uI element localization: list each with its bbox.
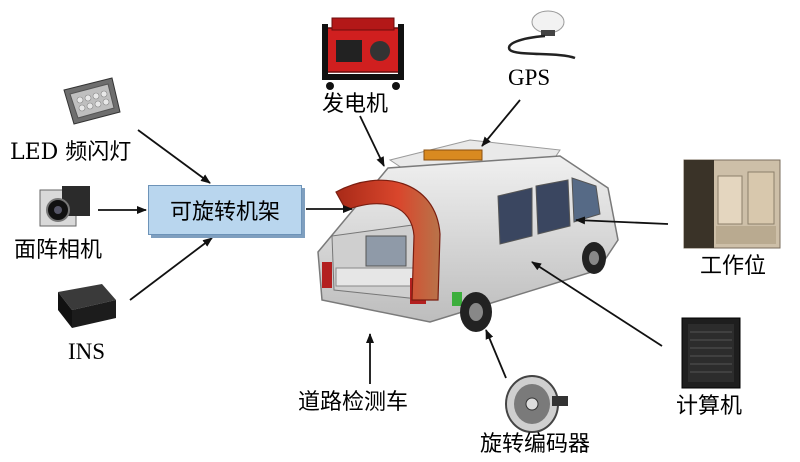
gps-antenna-image: [507, 10, 576, 60]
arrow-ins-to-mount: [129, 237, 213, 301]
label-gps: GPS: [508, 65, 551, 90]
label-ins: INS: [68, 339, 106, 364]
arrow-computer-to-vehicle: [531, 261, 663, 347]
label-rotary-encoder: 旋转编码器: [480, 432, 591, 457]
rotary-encoder-image: [505, 375, 568, 433]
arrow-led-to-mount: [137, 129, 211, 184]
generator-image: [322, 17, 404, 90]
computer-rack-image: [681, 317, 741, 389]
area-camera-image: [39, 186, 90, 227]
label-road-vehicle: 道路检测车: [298, 390, 409, 415]
label-computer: 计算机: [676, 394, 743, 419]
arrow-gps-to-vehicle: [481, 99, 521, 147]
led-strobe-image: [63, 77, 121, 125]
ins-device-image: [58, 284, 116, 328]
inspection-vehicle-image: [317, 139, 619, 332]
label-led-strobe: LED 频闪灯: [10, 140, 132, 165]
label-workstation: 工作位: [700, 254, 767, 279]
rotating-mount-box: 可旋转机架: [148, 185, 302, 235]
arrow-encoder-to-wheel: [485, 329, 507, 379]
label-area-camera: 面阵相机: [14, 238, 103, 263]
arrow-generator-to-vehicle: [359, 115, 385, 167]
arrow-workstation-to-vehicle: [575, 216, 669, 225]
label-generator: 发电机: [322, 92, 389, 117]
workstation-image: [683, 159, 781, 249]
connector-arrows: [98, 99, 669, 384]
